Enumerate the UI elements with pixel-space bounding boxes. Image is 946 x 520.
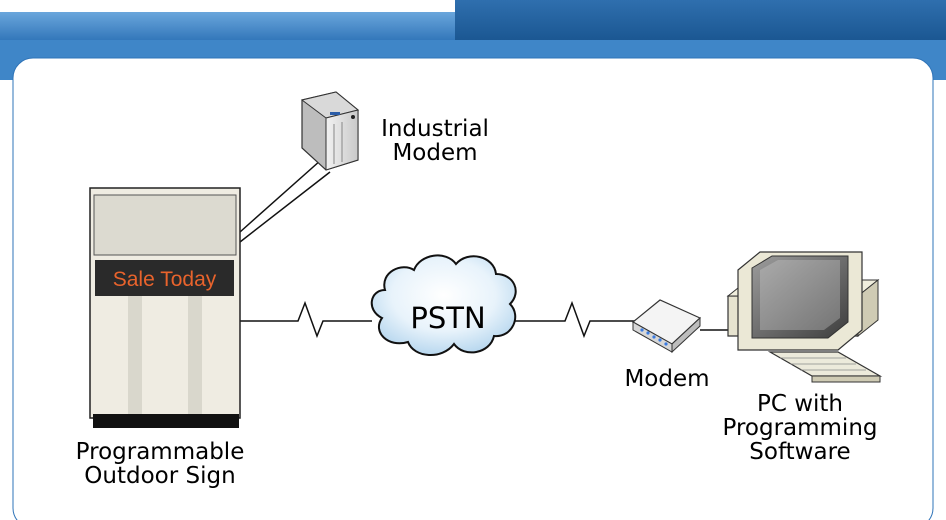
industrial-modem-label-line2: Modem <box>392 140 478 166</box>
header-notch <box>0 0 455 12</box>
industrial-modem-label-line1: Industrial <box>381 116 489 142</box>
industrial-modem-icon <box>300 91 360 171</box>
desktop-modem-icon <box>631 299 702 354</box>
outdoor-sign-label-line2: Outdoor Sign <box>84 463 236 489</box>
pc-label-line1: PC with <box>756 391 844 417</box>
pstn-label: PSTN <box>410 301 486 335</box>
outdoor-sign-label-line1: Programmable <box>75 439 245 465</box>
outdoor-sign-label: Programmable Outdoor Sign <box>60 440 260 488</box>
sign-display-text: Sale Today <box>112 268 217 291</box>
outdoor-sign-icon <box>89 187 241 428</box>
modem-label: Modem <box>624 366 710 392</box>
pc-icon <box>726 251 883 383</box>
pc-label: PC with Programming Software <box>700 392 900 464</box>
pc-label-line2: Programming <box>722 415 878 441</box>
pc-label-line3: Software <box>749 439 851 465</box>
pstn-cloud-icon <box>370 254 517 357</box>
industrial-modem-label: Industrial Modem <box>360 117 510 165</box>
